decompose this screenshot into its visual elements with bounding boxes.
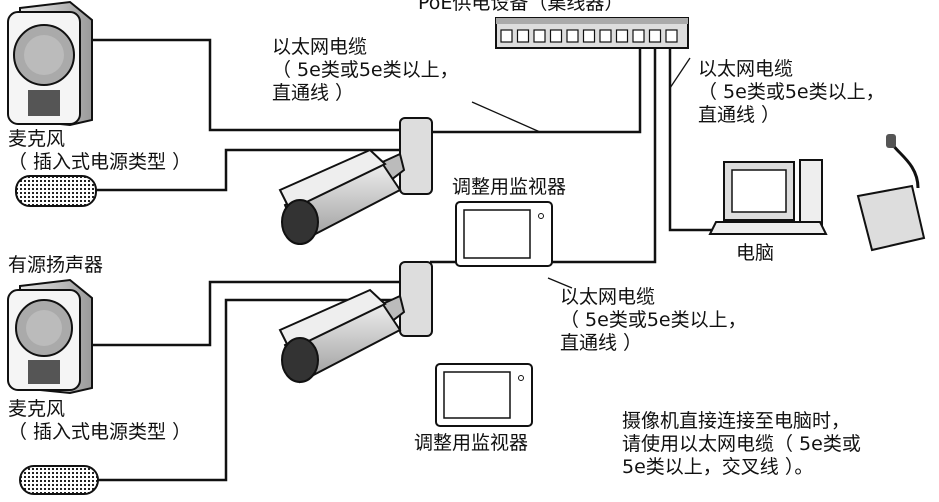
mic-label-bottom: 麦克风 （ 插入式电源类型 ） <box>8 398 191 444</box>
cable-label-top-line2: （ 5e类或5e类以上， <box>272 59 459 81</box>
computer-icon <box>708 159 828 235</box>
cable-label-top-line3: 直通线 ） <box>272 82 355 104</box>
mic-label-top-line2: （ 插入式电源类型 ） <box>8 151 192 173</box>
hub-port-icon <box>615 29 629 43</box>
microphone-icon-top <box>15 175 97 207</box>
mic-label-bottom-line1: 麦克风 <box>8 398 66 420</box>
pc-label: 电脑 <box>736 242 775 264</box>
cable-label-middle-line3: 直通线 ） <box>560 332 643 354</box>
desk-microphone-icon <box>856 134 926 252</box>
hub-port-icon <box>632 29 645 43</box>
cable-label-right-line2: （ 5e类或5e类以上， <box>698 81 885 103</box>
crossover-note-line2: 请使用以太网电缆（ 5e类或 <box>622 433 861 455</box>
hub-port-icon <box>516 29 530 43</box>
monitor-label-top: 调整用监视器 <box>452 176 567 198</box>
cable-label-right: 以太网电缆 （ 5e类或5e类以上， 直通线 ） <box>698 58 885 127</box>
hub-port-icon <box>500 29 513 43</box>
cable-label-middle: 以太网电缆 （ 5e类或5e类以上， 直通线 ） <box>560 286 747 355</box>
mic-label-bottom-line2: （ 插入式电源类型 ） <box>8 421 192 443</box>
cable-label-top-line1: 以太网电缆 <box>272 36 368 58</box>
microphone-icon-bottom <box>19 465 99 495</box>
speaker-icon-top <box>7 0 93 127</box>
hub-port-icon <box>549 29 563 43</box>
monitor-icon-top <box>455 201 553 267</box>
crossover-note-line1: 摄像机直接连接至电脑时， <box>622 410 851 432</box>
monitor-icon-bottom <box>435 363 533 427</box>
speaker-label: 有源扬声器 <box>8 254 104 276</box>
cable-label-middle-line1: 以太网电缆 <box>560 286 656 308</box>
crossover-note: 摄像机直接连接至电脑时， 请使用以太网电缆（ 5e类或 5e类以上，交叉线 ）。 <box>622 410 861 479</box>
mic-label-top-line1: 麦克风 <box>8 128 66 150</box>
cable-label-right-line1: 以太网电缆 <box>698 58 794 80</box>
cable-label-middle-line2: （ 5e类或5e类以上， <box>560 309 747 331</box>
camera-icon-top <box>278 117 433 245</box>
hub-port-icon <box>533 29 546 43</box>
hub-port-icon <box>599 29 612 43</box>
monitor-label-bottom: 调整用监视器 <box>414 432 529 454</box>
mic-label-top: 麦克风 （ 插入式电源类型 ） <box>8 128 191 174</box>
hub-label: PoE供电设备（集线器） <box>418 0 624 14</box>
hub-port-icon <box>566 29 579 43</box>
hub-port-icon <box>648 29 662 43</box>
cable-label-top: 以太网电缆 （ 5e类或5e类以上， 直通线 ） <box>272 36 459 105</box>
hub-port-icon <box>665 29 678 43</box>
crossover-note-line3: 5e类以上，交叉线 ）。 <box>622 456 814 478</box>
speaker-icon-bottom <box>7 278 93 395</box>
camera-icon-bottom <box>278 261 433 384</box>
cable-label-right-line3: 直通线 ） <box>698 104 781 126</box>
cable-lines <box>88 38 735 482</box>
hub-port-icon <box>582 29 596 43</box>
